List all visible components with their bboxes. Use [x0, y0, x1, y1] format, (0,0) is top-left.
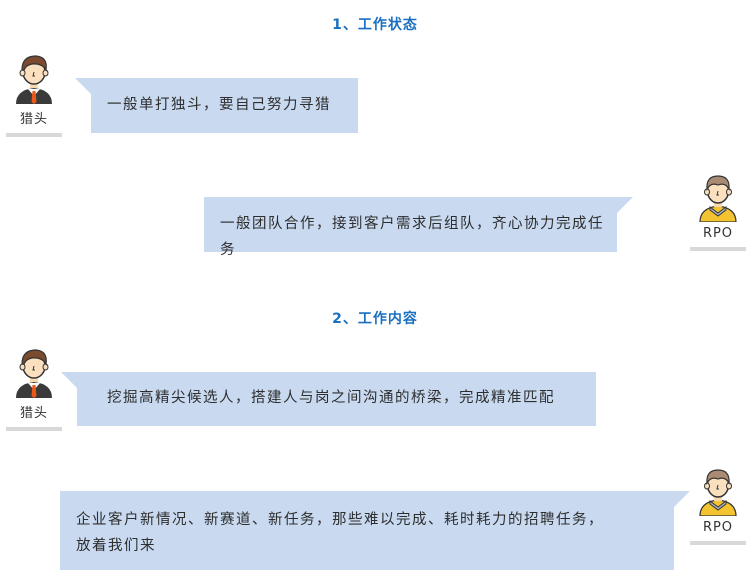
bubble-tail [75, 78, 91, 94]
speaker-rpo: RPO [690, 466, 746, 545]
message-text: 挖掘高精尖候选人，搭建人与岗之间沟通的桥梁，完成精准匹配 [107, 390, 555, 406]
bubble-tail [61, 372, 77, 388]
speaker-label: RPO [702, 226, 734, 241]
speaker-headhunter: 猎头 [6, 52, 62, 137]
rpo-avatar-icon [699, 469, 737, 516]
message-text: 一般单打独斗，要自己努力寻猎 [107, 97, 331, 113]
message-bubble: 一般单打独斗，要自己努力寻猎 [75, 78, 358, 133]
speaker-headhunter: 猎头 [6, 346, 62, 431]
message-bubble: 企业客户新情况、新赛道、新任务，那些难以完成、耗时耗力的招聘任务， 放着我们来 [60, 491, 690, 570]
message-text: 一般团队合作，接到客户需求后组队，齐心协力完成任务 [220, 216, 604, 258]
speaker-underline [6, 133, 62, 137]
section-title-work-content: 2、工作内容 [332, 311, 418, 327]
speaker-label: 猎头 [19, 112, 48, 127]
speaker-underline [6, 427, 62, 431]
message-bubble: 挖掘高精尖候选人，搭建人与岗之间沟通的桥梁，完成精准匹配 [61, 372, 596, 426]
message-text: 企业客户新情况、新赛道、新任务，那些难以完成、耗时耗力的招聘任务， 放着我们来 [76, 507, 604, 559]
message-bubble: 一般团队合作，接到客户需求后组队，齐心协力完成任务 [204, 197, 633, 258]
bubble-tail [674, 491, 690, 507]
speaker-underline [690, 247, 746, 251]
speaker-rpo: RPO [690, 172, 746, 251]
speaker-label: RPO [702, 520, 734, 535]
speaker-label: 猎头 [19, 406, 48, 421]
bubble-tail [617, 197, 633, 213]
headhunter-avatar-icon [16, 349, 52, 398]
section-title-work-status: 1、工作状态 [332, 17, 418, 33]
headhunter-avatar-icon [16, 55, 52, 104]
rpo-avatar-icon [699, 175, 737, 222]
message-text-line-1: 企业客户新情况、新赛道、新任务，那些难以完成、耗时耗力的招聘任务， [76, 512, 604, 528]
message-text-line-2: 放着我们来 [76, 538, 156, 554]
speaker-underline [690, 541, 746, 545]
